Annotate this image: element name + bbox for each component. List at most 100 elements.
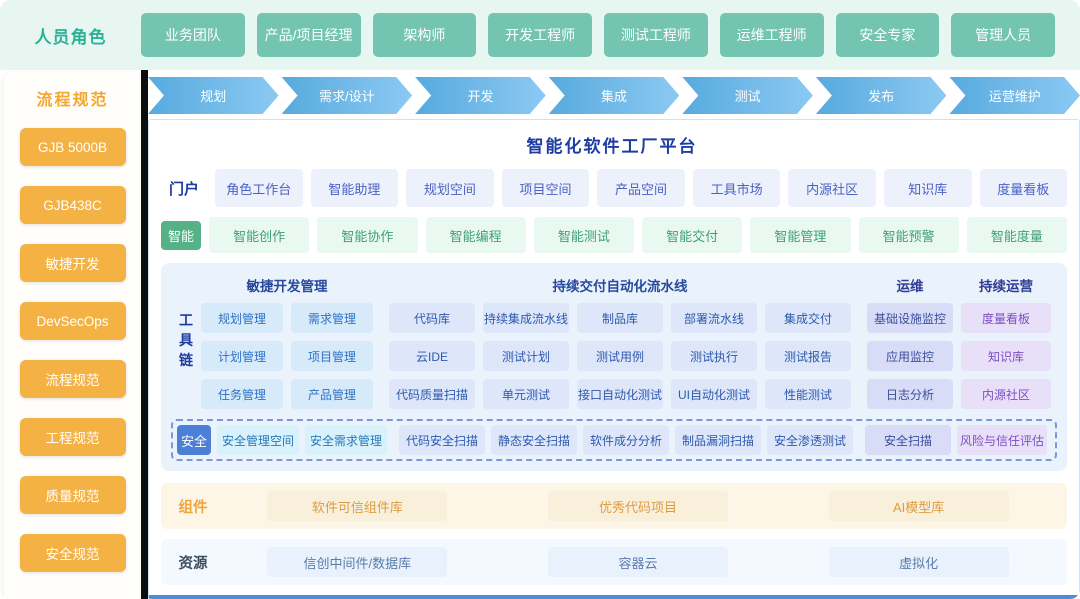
tool-task-mgmt[interactable]: 任务管理 — [201, 379, 283, 409]
tool-integration-delivery[interactable]: 集成交付 — [765, 303, 851, 333]
role-security-expert[interactable]: 安全专家 — [835, 13, 940, 57]
toolchain-row-1: 规划管理 需求管理 代码库 持续集成流水线 制品库 部署流水线 集成交付 基础设… — [201, 303, 1057, 333]
tool-security-mgmt-space[interactable]: 安全管理空间 — [217, 425, 299, 455]
vertical-divider — [141, 70, 148, 599]
role-dev-engineer[interactable]: 开发工程师 — [488, 13, 592, 57]
role-product-manager[interactable]: 产品/项目经理 — [256, 13, 361, 57]
role-architect[interactable]: 架构师 — [372, 13, 477, 57]
role-ops-engineer[interactable]: 运维工程师 — [719, 13, 824, 57]
tool-code-repo[interactable]: 代码库 — [389, 303, 475, 333]
portal-knowledge-base[interactable]: 知识库 — [883, 169, 972, 207]
resource-virtualization[interactable]: 虚拟化 — [828, 547, 1009, 577]
process-specs-list: GJB 5000B GJB438C 敏捷开发 DevSecOps 流程规范 工程… — [4, 128, 141, 572]
tool-security-scan[interactable]: 安全扫描 — [865, 425, 951, 455]
tool-penetration-test[interactable]: 安全渗透测试 — [767, 425, 853, 455]
tool-software-composition-analysis[interactable]: 软件成分分析 — [583, 425, 669, 455]
tool-innersource-community[interactable]: 内源社区 — [961, 379, 1051, 409]
portal-ai-assistant[interactable]: 智能助理 — [310, 169, 399, 207]
tool-static-security-scan[interactable]: 静态安全扫描 — [491, 425, 577, 455]
resource-xinchuang-middleware-db[interactable]: 信创中间件/数据库 — [267, 547, 448, 577]
portal-role-workbench[interactable]: 角色工作台 — [215, 169, 303, 207]
ai-creation[interactable]: 智能创作 — [209, 217, 310, 253]
tool-cloud-ide[interactable]: 云IDE — [389, 341, 475, 371]
ai-metrics[interactable]: 智能度量 — [966, 217, 1067, 253]
tool-code-security-scan[interactable]: 代码安全扫描 — [399, 425, 485, 455]
toolchain-label: 工具链 — [179, 311, 193, 369]
tool-risk-trust-assessment[interactable]: 风险与信任评估 — [957, 425, 1047, 455]
portal-project-space[interactable]: 项目空间 — [501, 169, 590, 207]
stage-testing: 测试 — [682, 77, 813, 114]
portal-innersource-community[interactable]: 内源社区 — [788, 169, 876, 207]
tool-requirement-mgmt[interactable]: 需求管理 — [291, 303, 373, 333]
components-label: 组件 — [178, 499, 208, 516]
stage-integration: 集成 — [549, 77, 680, 114]
ai-delivery[interactable]: 智能交付 — [642, 217, 743, 253]
toolchain-panel: 工具链 敏捷开发管理 持续交付自动化流水线 运维 持续运营 — [161, 263, 1067, 471]
process-specs-card: 流程规范 GJB 5000B GJB438C 敏捷开发 DevSecOps 流程… — [4, 72, 141, 599]
intelligence-row: 智能 智能创作 智能协作 智能编程 智能测试 智能交付 智能管理 智能预警 智能… — [161, 217, 1067, 253]
spec-engineering[interactable]: 工程规范 — [19, 418, 126, 456]
resources-label: 资源 — [178, 555, 208, 572]
toolchain-row-3: 任务管理 产品管理 代码质量扫描 单元测试 接口自动化测试 UI自动化测试 性能… — [201, 379, 1057, 409]
tool-planning-mgmt[interactable]: 规划管理 — [201, 303, 283, 333]
spec-gjb5000b[interactable]: GJB 5000B — [19, 128, 126, 166]
portal-product-space[interactable]: 产品空间 — [597, 169, 685, 207]
tool-test-plan[interactable]: 测试计划 — [483, 341, 569, 371]
portal-metrics-dashboard[interactable]: 度量看板 — [979, 169, 1068, 207]
component-trusted-library[interactable]: 软件可信组件库 — [267, 491, 448, 521]
spec-quality[interactable]: 质量规范 — [19, 476, 126, 514]
ai-early-warning[interactable]: 智能预警 — [858, 217, 959, 253]
security-row: 安全 安全管理空间 安全需求管理 代码安全扫描 静态安全扫描 软件成分分析 制品… — [171, 419, 1057, 461]
tool-api-automation-test[interactable]: 接口自动化测试 — [577, 379, 663, 409]
tool-performance-test[interactable]: 性能测试 — [765, 379, 851, 409]
portal-tool-market[interactable]: 工具市场 — [692, 169, 781, 207]
ai-testing[interactable]: 智能测试 — [533, 217, 634, 253]
header-operations: 运维 — [896, 279, 924, 294]
role-business-team[interactable]: 业务团队 — [141, 13, 245, 57]
stage-planning: 规划 — [148, 77, 279, 114]
spec-process[interactable]: 流程规范 — [19, 360, 126, 398]
tool-security-requirement-mgmt[interactable]: 安全需求管理 — [305, 425, 387, 455]
tool-artifact-vuln-scan[interactable]: 制品漏洞扫描 — [675, 425, 761, 455]
tool-product-mgmt[interactable]: 产品管理 — [291, 379, 373, 409]
tool-knowledge-base[interactable]: 知识库 — [961, 341, 1051, 371]
component-ai-model-library[interactable]: AI模型库 — [828, 491, 1009, 521]
tool-test-case[interactable]: 测试用例 — [577, 341, 663, 371]
tool-plan-mgmt[interactable]: 计划管理 — [201, 341, 283, 371]
portal-label: 门户 — [168, 180, 199, 198]
header-continuous-ops: 持续运营 — [979, 279, 1033, 294]
tool-metrics-dashboard[interactable]: 度量看板 — [961, 303, 1051, 333]
tool-project-mgmt[interactable]: 项目管理 — [291, 341, 373, 371]
tool-app-monitoring[interactable]: 应用监控 — [867, 341, 953, 371]
stage-release: 发布 — [816, 77, 947, 114]
roles-band: 人员角色 业务团队 产品/项目经理 架构师 开发工程师 测试工程师 运维工程师 … — [0, 0, 1080, 70]
tool-ui-automation-test[interactable]: UI自动化测试 — [671, 379, 757, 409]
tool-deploy-pipeline[interactable]: 部署流水线 — [671, 303, 757, 333]
intelligence-badge: 智能 — [161, 220, 201, 250]
component-excellent-code-projects[interactable]: 优秀代码项目 — [547, 491, 728, 521]
toolchain-label-col: 工具链 — [171, 271, 201, 409]
lifecycle-flow: 规划 需求/设计 开发 集成 测试 发布 运营维护 — [148, 77, 1080, 114]
spec-security[interactable]: 安全规范 — [19, 534, 126, 572]
role-manager[interactable]: 管理人员 — [951, 13, 1055, 57]
tool-infra-monitoring[interactable]: 基础设施监控 — [867, 303, 953, 333]
tool-artifact-repo[interactable]: 制品库 — [577, 303, 663, 333]
ai-coding[interactable]: 智能编程 — [425, 217, 526, 253]
platform-panel: 智能化软件工厂平台 门户 角色工作台 智能助理 规划空间 项目空间 产品空间 工… — [148, 119, 1080, 599]
security-badge: 安全 — [177, 425, 211, 455]
tool-ci-pipeline[interactable]: 持续集成流水线 — [483, 303, 569, 333]
ai-collaboration[interactable]: 智能协作 — [317, 217, 418, 253]
portal-row: 门户 角色工作台 智能助理 规划空间 项目空间 产品空间 工具市场 内源社区 知… — [161, 169, 1068, 207]
role-test-engineer[interactable]: 测试工程师 — [604, 13, 708, 57]
tool-unit-test[interactable]: 单元测试 — [483, 379, 569, 409]
tool-log-analysis[interactable]: 日志分析 — [867, 379, 953, 409]
spec-devsecops[interactable]: DevSecOps — [19, 302, 126, 340]
spec-agile-dev[interactable]: 敏捷开发 — [19, 244, 126, 282]
tool-test-execution[interactable]: 测试执行 — [671, 341, 757, 371]
resource-container-cloud[interactable]: 容器云 — [547, 547, 728, 577]
ai-management[interactable]: 智能管理 — [750, 217, 851, 253]
tool-code-quality-scan[interactable]: 代码质量扫描 — [389, 379, 475, 409]
tool-test-report[interactable]: 测试报告 — [765, 341, 851, 371]
spec-gjb438c[interactable]: GJB438C — [19, 186, 126, 224]
portal-planning-space[interactable]: 规划空间 — [406, 169, 494, 207]
